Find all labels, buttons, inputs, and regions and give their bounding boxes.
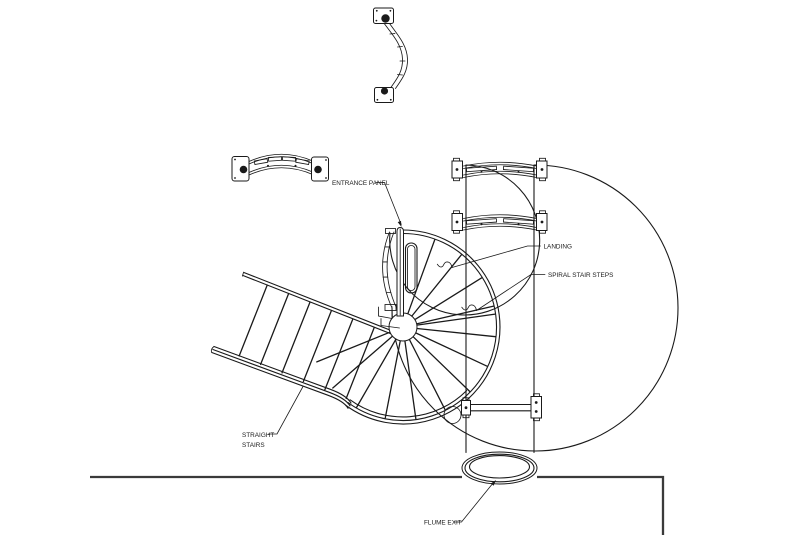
stair-outer-stringer: [210, 345, 352, 409]
leader-arrowhead: [397, 220, 402, 227]
straight-stairs-leader: [268, 386, 304, 435]
callout-landing: LANDING: [436, 244, 572, 268]
support-post: [443, 406, 462, 424]
entrance-panel-label: ENTRANCE PANEL: [332, 180, 390, 187]
landing-leader: [451, 245, 541, 268]
ground-line: [90, 475, 665, 535]
entrance-flange: [382, 228, 397, 311]
stair-treads: [238, 284, 375, 400]
flume-loop: [389, 164, 679, 452]
callout-straight-stairs: STRAIGHT STAIRS: [242, 386, 304, 449]
flume-flange-lower: [451, 210, 548, 234]
strut-plate: [530, 396, 542, 419]
flume-exit-opening: [461, 451, 538, 485]
spiral-stair-steps-label: SPIRAL STAIR STEPS: [548, 272, 613, 279]
entrance-assembly: [382, 226, 418, 317]
callout-entrance-panel: ENTRANCE PANEL: [332, 180, 402, 227]
spiral-stair-steps-leader: [476, 274, 546, 311]
support-strut: [443, 393, 542, 424]
flume-exit-label: FLUME EXIT: [424, 520, 462, 527]
loop-flange-left: [231, 153, 329, 182]
spiral-staircase: [316, 229, 501, 425]
callouts: ENTRANCE PANEL LANDING SPIRAL STAIR STEP…: [242, 180, 613, 527]
callout-flume-exit: FLUME EXIT: [424, 480, 496, 527]
break-mark: [436, 261, 453, 268]
entrance-door: [404, 242, 418, 294]
break-mark: [461, 304, 477, 311]
leader-arrowhead: [490, 480, 496, 486]
straight-stairs-label-line1: STRAIGHT: [242, 432, 274, 439]
spiral-rim: [345, 229, 501, 425]
flume-flange-upper: [451, 157, 548, 182]
spiral-steps: [316, 238, 497, 420]
callout-spiral-stair-steps: SPIRAL STAIR STEPS: [461, 272, 613, 311]
loop-flange-top: [373, 7, 408, 103]
straight-stairs: [210, 271, 394, 409]
entrance-panel-leader: [375, 182, 402, 225]
landing-bracket: [378, 306, 400, 329]
loop-outer-shell: [391, 164, 679, 452]
stair-inner-stringer: [241, 271, 394, 335]
handrail-end: [210, 346, 215, 353]
landing-label: LANDING: [544, 244, 572, 251]
loop-inner-shell: [389, 164, 541, 316]
flume-exit-leader: [454, 482, 494, 523]
straight-stairs-label-line2: STAIRS: [242, 442, 265, 449]
